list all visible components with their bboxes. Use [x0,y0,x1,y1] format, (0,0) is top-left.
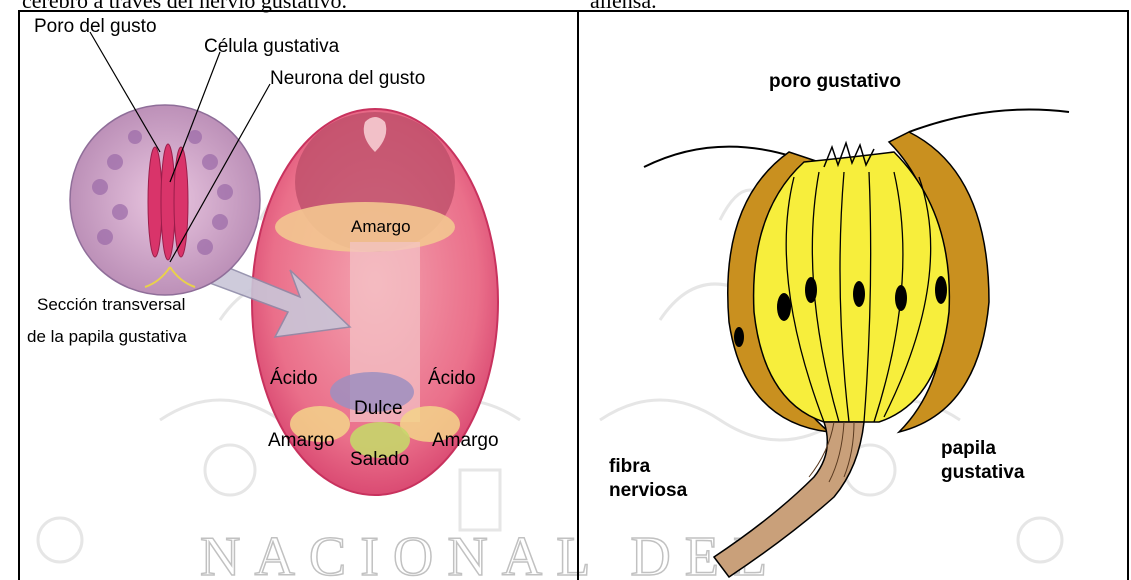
label-papilla-line1: papila [941,438,996,459]
label-sweet: Dulce [354,398,403,419]
right-figure-panel: poro gustativo fibra nerviosa papila gus… [577,10,1129,580]
label-papilla-line2: gustativa [941,462,1025,483]
label-bitter-right: Amargo [432,430,499,451]
label-fiber-line1: fibra [609,456,651,477]
label-pore: Poro del gusto [34,16,157,37]
label-fiber-line2: nerviosa [609,480,688,501]
label-salty: Salado [350,449,409,470]
tongue-illustration: Poro del gusto Célula gustativa Neurona … [20,12,578,580]
label-cell: Célula gustativa [204,36,340,57]
label-pore-gustativo: poro gustativo [769,71,901,92]
label-section-line2: de la papila gustativa [27,327,187,346]
label-acid-right: Ácido [428,368,476,389]
taste-bud-body [754,152,950,422]
label-acid-left: Ácido [270,368,318,389]
taste-bud-illustration: poro gustativo fibra nerviosa papila gus… [579,12,1127,580]
label-bitter-top: Amargo [351,217,411,236]
label-neuron: Neurona del gusto [270,68,425,89]
label-bitter-left: Amargo [268,430,335,451]
label-section-line1: Sección transversal [37,295,185,314]
left-figure-panel: Poro del gusto Célula gustativa Neurona … [18,10,578,580]
